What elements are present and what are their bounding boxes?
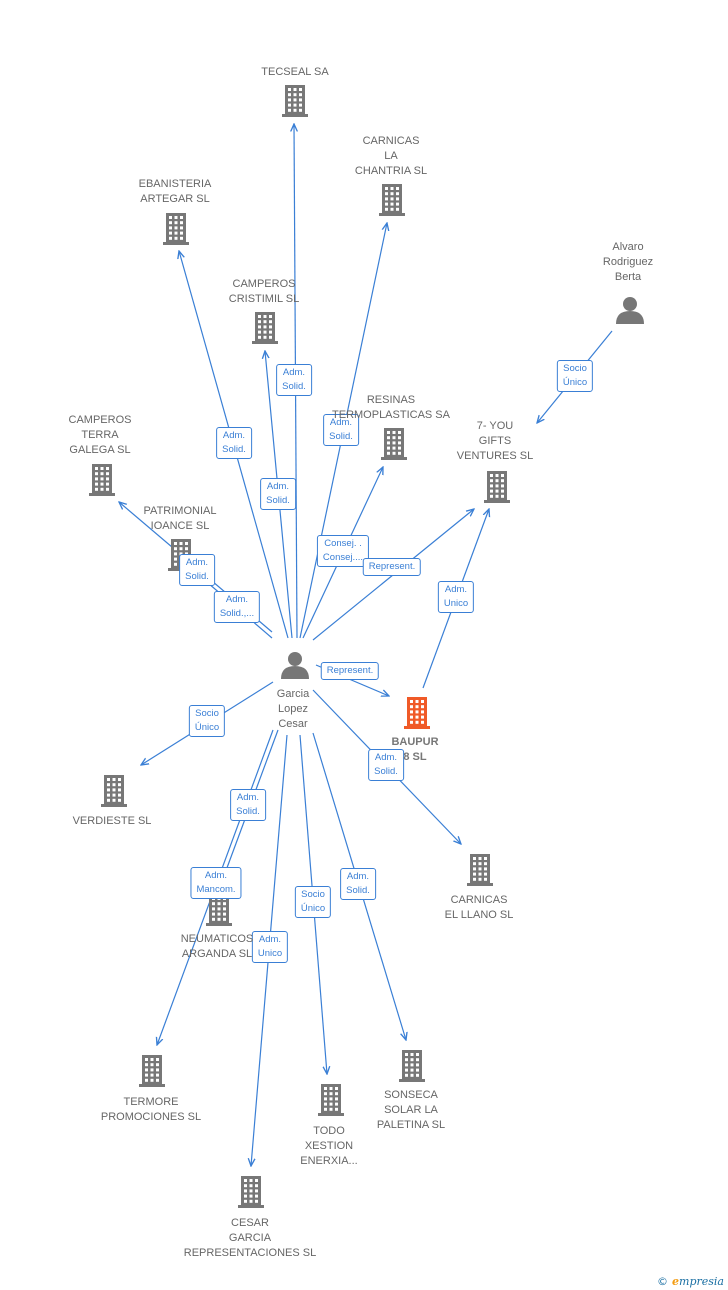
edge-label[interactable]: Adm. Solid. <box>323 414 359 446</box>
edge-label[interactable]: Adm. Solid. <box>276 364 312 396</box>
person-icon[interactable] <box>616 297 644 324</box>
edge-label[interactable]: Socio Único <box>294 886 332 918</box>
copyright-symbol: © <box>657 1275 669 1288</box>
node-label-todo[interactable]: TODO XESTION ENERXIA... <box>300 1125 358 1167</box>
node-label-camperos-terra[interactable]: CAMPEROS TERRA GALEGA SL <box>68 414 132 456</box>
building-icon[interactable] <box>467 854 493 886</box>
building-icon[interactable] <box>282 85 308 117</box>
node-label-you-gifts[interactable]: 7- YOU GIFTS VENTURES SL <box>456 420 534 462</box>
building-icon[interactable] <box>101 775 127 807</box>
building-icon[interactable] <box>252 312 278 344</box>
node-label-alvaro[interactable]: Alvaro Rodriguez Berta <box>602 241 654 283</box>
edge-label[interactable]: Socio Único <box>188 705 226 737</box>
node-label-center[interactable]: Garcia Lopez Cesar <box>276 688 310 730</box>
edge-label[interactable]: Adm. Unico <box>251 931 289 963</box>
building-icon[interactable] <box>163 213 189 245</box>
node-label-ebanisteria[interactable]: EBANISTERIA ARTEGAR SL <box>138 178 212 205</box>
node-label-baupur[interactable]: BAUPUR 8 SL <box>391 736 439 763</box>
node-label-tecseal[interactable]: TECSEAL SA <box>261 66 329 78</box>
edge-label[interactable]: Represent. <box>362 558 422 576</box>
node-label-camperos-cristimil[interactable]: CAMPEROS CRISTIMIL SL <box>228 278 300 305</box>
edge-label[interactable]: Adm. Solid. <box>179 554 215 586</box>
node-label-carnicas-llano[interactable]: CARNICAS EL LLANO SL <box>444 894 514 921</box>
person-icon[interactable] <box>281 652 309 679</box>
building-icon[interactable] <box>484 471 510 503</box>
node-label-cesar-garcia[interactable]: CESAR GARCIA REPRESENTACIONES SL <box>183 1217 317 1259</box>
building-icon[interactable] <box>89 464 115 496</box>
node-label-resinas[interactable]: RESINAS TERMOPLASTICAS SA <box>332 394 450 421</box>
building-icon[interactable] <box>238 1176 264 1208</box>
edge-label[interactable]: Adm. Solid.,... <box>213 591 261 623</box>
building-icon[interactable] <box>379 184 405 216</box>
edge-label[interactable]: Adm. Solid. <box>340 868 376 900</box>
building-icon[interactable] <box>318 1084 344 1116</box>
node-label-carnicas-chantria[interactable]: CARNICAS LA CHANTRIA SL <box>354 135 428 177</box>
edge-label[interactable]: Adm. Mancom. <box>190 867 242 899</box>
edge-label[interactable]: Adm. Solid. <box>230 789 266 821</box>
edge-label[interactable]: Adm. Solid. <box>260 478 296 510</box>
building-icon[interactable] <box>139 1055 165 1087</box>
brand-name: mpresia <box>679 1275 724 1288</box>
building-icon[interactable] <box>381 428 407 460</box>
node-label-patrimonial[interactable]: PATRIMONIAL IOANCE SL <box>143 505 217 532</box>
edge-label[interactable]: Consej. . Consej.... <box>316 535 370 567</box>
edge-label[interactable]: Adm. Solid. <box>368 749 404 781</box>
edge-label[interactable]: Adm. Unico <box>437 581 475 613</box>
edge-label[interactable]: Socio Único <box>556 360 594 392</box>
edge-label[interactable]: Represent. <box>320 662 380 680</box>
brand-logo: ©empresia <box>657 1275 724 1288</box>
edge-label[interactable]: Adm. Solid. <box>216 427 252 459</box>
node-label-sonseca[interactable]: SONSECA SOLAR LA PALETINA SL <box>376 1089 446 1131</box>
building-icon[interactable] <box>399 1050 425 1082</box>
brand-initial: e <box>672 1275 680 1288</box>
building-icon[interactable] <box>404 697 430 729</box>
node-label-verdieste[interactable]: VERDIESTE SL <box>72 815 152 827</box>
node-label-neumaticos[interactable]: NEUMATICOS ARGANDA SL <box>180 933 254 960</box>
node-label-termore[interactable]: TERMORE PROMOCIONES SL <box>100 1096 202 1123</box>
